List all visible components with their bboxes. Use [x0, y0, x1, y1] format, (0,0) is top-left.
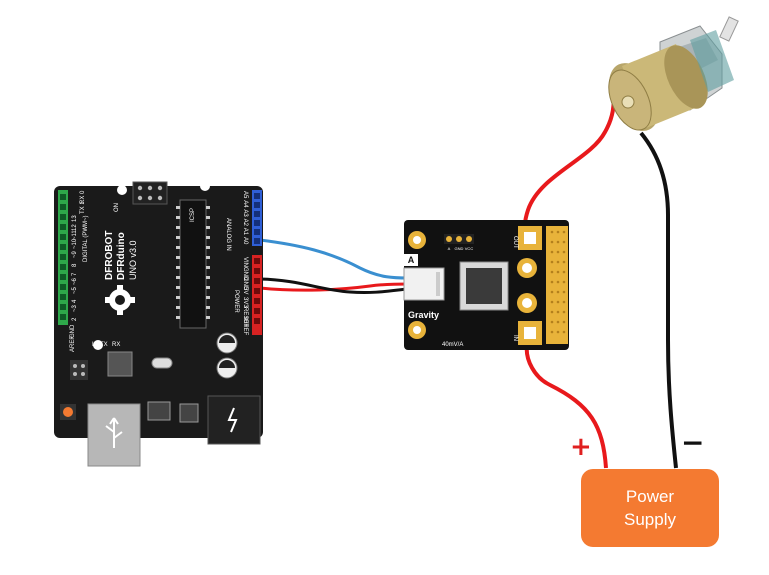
power-supply-label-line1: Power — [625, 487, 675, 506]
gnd-label: GND — [70, 324, 76, 338]
microcontroller-chip — [179, 199, 207, 329]
tx1-label: TX 1 — [80, 201, 86, 214]
header-pin-label: GND — [455, 246, 464, 251]
regulator — [147, 401, 171, 421]
usb-chip — [107, 351, 133, 377]
power-pin-label: GND — [242, 277, 248, 291]
digital-pin-label: ~10 — [72, 238, 78, 249]
analog-pin-label: A1 — [242, 228, 248, 236]
power-pin-label: 3V3 — [242, 297, 248, 308]
analog-pin-label: A3 — [242, 209, 248, 217]
icsp-header — [132, 181, 168, 205]
power-pin-label: IOREF — [242, 317, 248, 336]
rx0-label: RX 0 — [80, 190, 86, 204]
on-label: ON — [114, 203, 120, 212]
power-pin-label: 5V — [242, 287, 248, 294]
power-label: POWER — [233, 290, 239, 313]
digital-pin-label: 2 — [72, 317, 78, 321]
power-supply-label-line2: Supply — [624, 510, 676, 529]
icsp-label: ICSP — [190, 208, 196, 222]
digital-pin-label: 7 — [72, 272, 78, 276]
digital-label: DIGITAL (PWM~) — [83, 215, 89, 262]
dc-jack — [207, 395, 261, 445]
power-pin-label: GND — [242, 267, 248, 281]
power-pin-label: VIN — [242, 257, 248, 267]
capacitors — [216, 332, 238, 379]
rx-label: RX — [112, 342, 120, 348]
pin-header — [444, 234, 474, 244]
reset-button — [60, 404, 76, 420]
dfrobot-logo-icon — [105, 285, 135, 315]
power-pin-label: RESET — [242, 307, 248, 327]
arduino-board: ICSP ON RX 0 TX 1 DIGITAL (PWM~) GND ARE… — [54, 181, 263, 467]
power-supply: Power Supply — [581, 469, 719, 547]
brand-label: DFROBOT — [104, 231, 115, 280]
digital-pin-label: 12 — [72, 224, 78, 231]
brand-label: Gravity — [408, 310, 439, 320]
wire-motor-positive — [522, 87, 616, 241]
analog-pin-label: A4 — [242, 200, 248, 208]
wire-signal-a0 — [259, 238, 409, 280]
wire-motor-negative — [639, 131, 678, 469]
usb-port — [87, 403, 141, 467]
aref-label: AREF — [70, 336, 76, 352]
analog-pin-label: A2 — [242, 219, 248, 227]
tx-label: TX — [100, 342, 108, 348]
digital-pin-label: ~6 — [72, 277, 78, 285]
led-jumpers — [70, 360, 88, 380]
crystal — [151, 357, 173, 369]
digital-pin-label: ~3 — [72, 304, 78, 312]
gold-edge-strip — [546, 226, 568, 344]
digital-pin-label: 8 — [72, 263, 78, 267]
positive-polarity-label: + — [570, 432, 592, 462]
analog-pin-label: A0 — [242, 237, 248, 245]
dc-motor — [608, 16, 739, 131]
analog-label: ANALOG IN — [225, 218, 231, 251]
digital-pin-label: ~5 — [72, 286, 78, 294]
in-label: IN — [512, 335, 518, 341]
connector-label: A — [408, 255, 415, 265]
digital-pin-label: ~9 — [72, 250, 78, 258]
analog-header — [252, 190, 262, 246]
wire-vcc-5v — [259, 282, 409, 292]
l-label: L — [92, 342, 96, 348]
header-pin-label: A — [448, 246, 451, 251]
digital-pin-label: ~11 — [72, 230, 78, 240]
wire-gnd — [259, 277, 409, 295]
current-sensor-module: A Gravity 40mV/A OUT IN A GND VCC — [403, 220, 569, 350]
out-label: OUT — [512, 236, 518, 249]
analog-pin-label: A5 — [242, 191, 248, 199]
power-header — [252, 255, 262, 335]
digital-pin-label: 4 — [72, 299, 78, 303]
header-pin-label: VCC — [465, 246, 474, 251]
digital-pin-label: 13 — [72, 215, 78, 222]
model-label: DFRduino — [116, 232, 127, 280]
rating-label: 40mV/A — [442, 342, 463, 348]
wire-supply-positive — [524, 344, 608, 469]
negative-polarity-label: − — [681, 426, 705, 459]
variant-label: UNO v3.0 — [128, 240, 138, 280]
